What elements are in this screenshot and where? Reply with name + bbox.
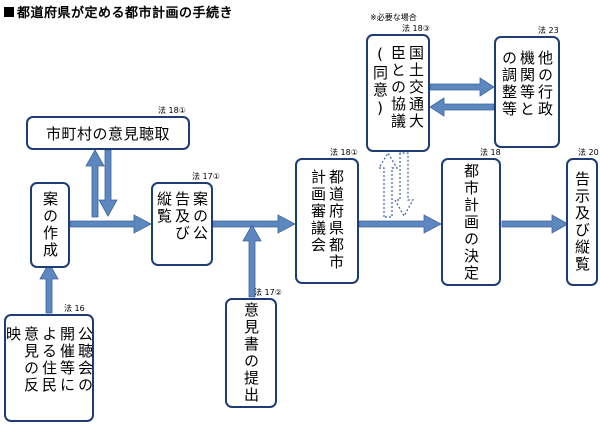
law-kokoku: 法 17① <box>192 172 220 181</box>
box-kettei: 都市計画の決定 <box>441 158 501 286</box>
arrow-shichoson-to-sakusei <box>98 149 118 217</box>
dashed-arrow-down <box>393 152 415 218</box>
law-kettei: 法 18 <box>480 148 501 157</box>
arrow-sakusei-to-kokoku <box>69 214 152 234</box>
page-title: 都道府県が定める都市計画の手続き <box>4 2 233 21</box>
arrow-gyosei-to-kokudo <box>429 97 495 117</box>
square-bullet-icon <box>4 7 14 17</box>
arrow-kokoku-to-shingikai <box>212 214 296 234</box>
dashed-arrows-kokudo <box>377 151 415 218</box>
text-sakusei: 案の作成 <box>41 191 59 259</box>
law-kokudo: 法 18③ <box>402 24 430 33</box>
law-koshukai: 法 16 <box>64 304 85 313</box>
box-koshukai: 公聴会の開催等による住民意見の反映 <box>4 314 94 422</box>
box-kokuji: 告示及び縦覧 <box>566 158 598 286</box>
text-kokoku: 案の公告及び縦覧 <box>155 191 209 242</box>
box-gyosei: 他の行政機関等との調整等 <box>494 36 560 148</box>
text-gyosei: 他の行政機関等との調整等 <box>500 50 554 118</box>
title-text: 都道府県が定める都市計画の手続き <box>17 6 234 21</box>
text-kokuji: 告示及び縦覧 <box>573 171 591 273</box>
law-gyosei: 法 23 <box>538 26 559 35</box>
arrow-ikensho-to-kokoku <box>242 224 262 298</box>
text-koshukai: 公聴会の開催等による住民意見の反映 <box>4 326 94 394</box>
arrow-shingikai-to-kettei <box>358 214 442 234</box>
text-ikensho: 意見書の提出 <box>242 302 260 404</box>
box-ikensho: 意見書の提出 <box>225 298 277 408</box>
box-kokoku: 案の公告及び縦覧 <box>151 182 213 266</box>
text-shichoson: 市町村の意見聴取 <box>45 124 170 143</box>
note-necessary: ※必要な場合 <box>370 13 417 22</box>
arrow-koshukai-to-sakusei <box>39 262 59 314</box>
law-kokuji: 法 20 <box>578 148 599 157</box>
law-ikensho: 法 17② <box>254 288 282 297</box>
arrow-kettei-to-kokuji <box>501 214 569 234</box>
box-sakusei: 案の作成 <box>30 182 70 268</box>
dashed-arrow-up <box>377 151 399 218</box>
law-shichoson: 法 18① <box>158 106 186 115</box>
arrow-kokudo-to-gyosei <box>429 77 495 97</box>
law-shingikai: 法 18① <box>330 148 358 157</box>
box-kokudo: 国土交通大臣との協議(同意) <box>366 34 430 152</box>
text-shingikai: 都道府県都市計画審議会 <box>309 169 345 271</box>
text-kettei: 都市計画の決定 <box>462 162 480 282</box>
text-kokudo: 国土交通大臣との協議(同意) <box>371 45 425 130</box>
box-shichoson: 市町村の意見聴取 <box>26 116 190 150</box>
box-shingikai: 都道府県都市計画審議会 <box>295 158 359 284</box>
arrow-sakusei-to-shichoson <box>85 149 105 218</box>
